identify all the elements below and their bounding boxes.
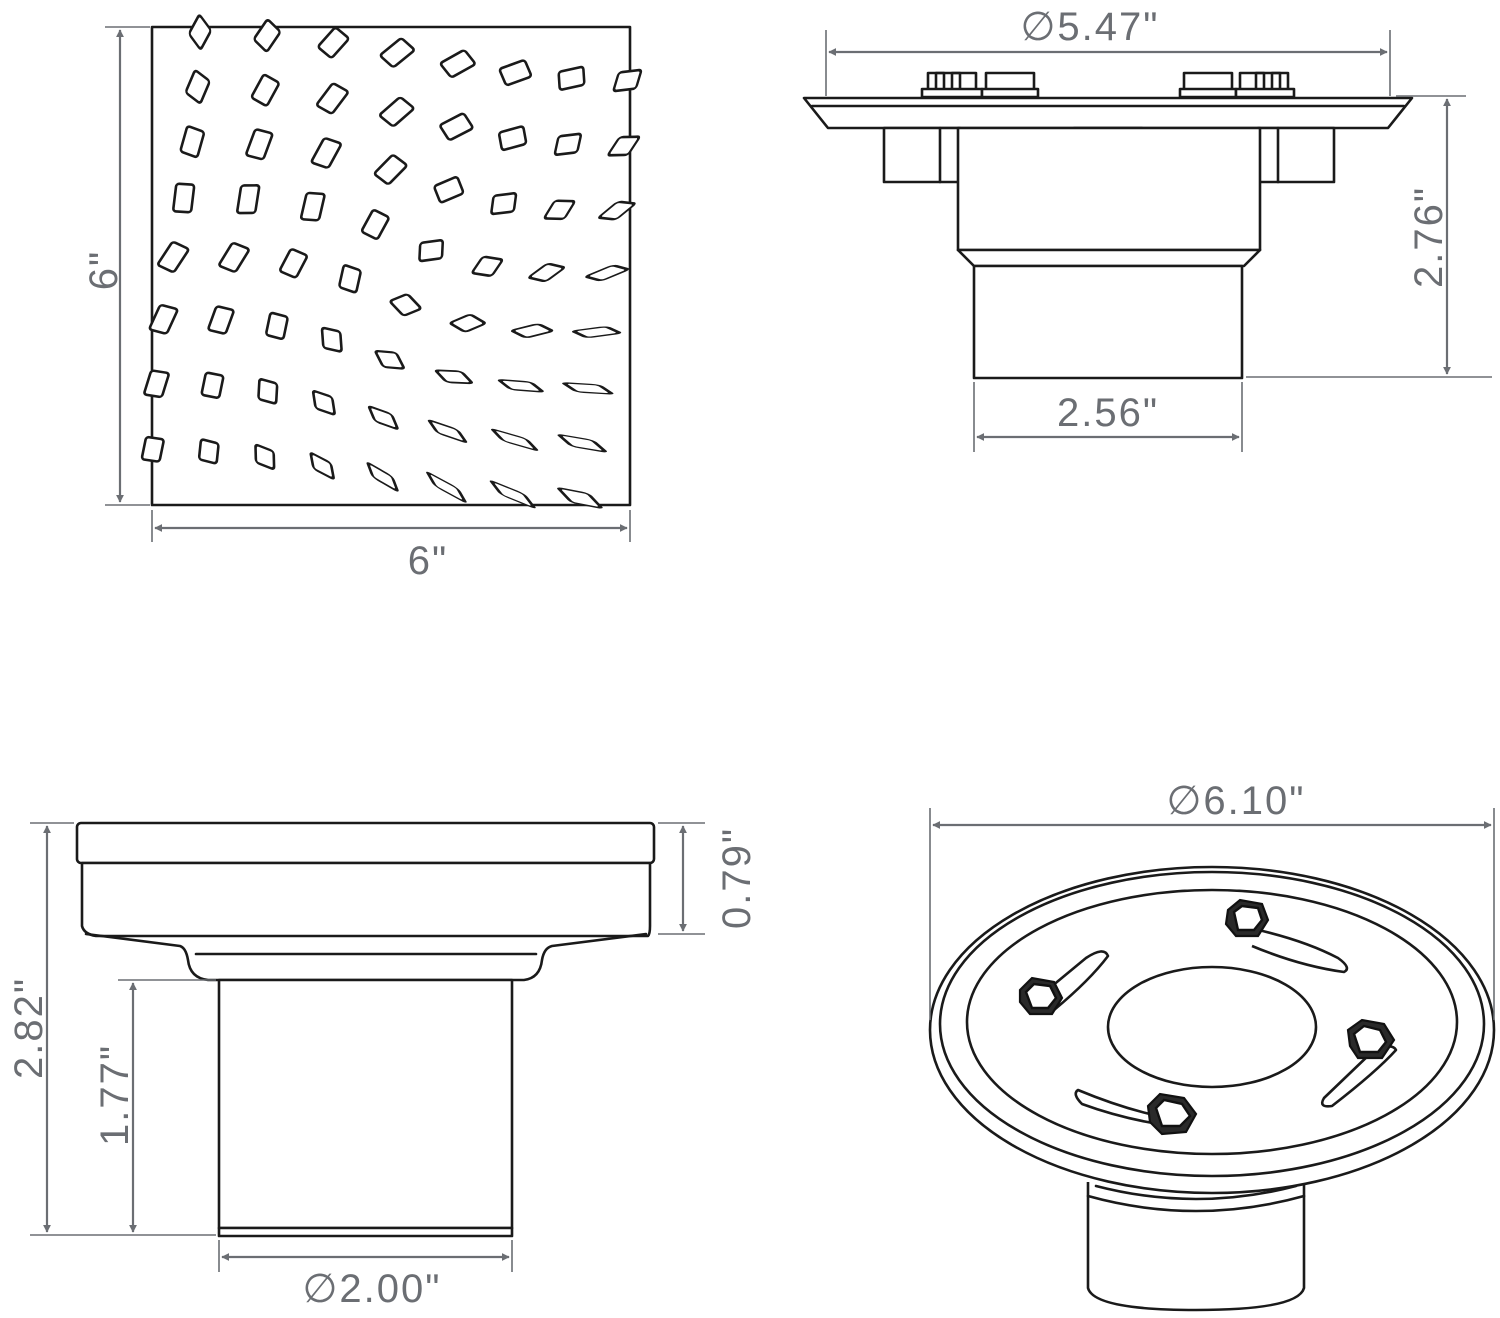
grate-hole bbox=[471, 255, 504, 277]
grate-hole bbox=[498, 125, 528, 152]
grate-hole bbox=[207, 305, 235, 335]
grate-hole bbox=[379, 96, 415, 127]
grate-hole bbox=[218, 242, 250, 273]
grate-hole bbox=[317, 26, 350, 59]
front-body bbox=[956, 126, 1262, 252]
grate-hole bbox=[279, 248, 308, 279]
grate-hole bbox=[562, 382, 614, 395]
grate-hole bbox=[490, 191, 518, 216]
front-outlet bbox=[972, 264, 1244, 380]
grate-hole bbox=[379, 37, 415, 68]
grate-hole bbox=[489, 480, 536, 509]
grate-hole bbox=[427, 419, 468, 443]
grate-hole bbox=[439, 49, 476, 78]
grate-hole bbox=[254, 443, 276, 470]
top-view: 6" 6" bbox=[82, 14, 643, 583]
side-reducer bbox=[84, 932, 648, 982]
grate-hole bbox=[389, 293, 422, 317]
grate-hole bbox=[557, 434, 607, 453]
grate-hole bbox=[373, 154, 408, 185]
grate-hole bbox=[265, 311, 289, 341]
top-width-label: 6" bbox=[408, 539, 448, 583]
grate-hole bbox=[257, 378, 279, 405]
top-bolts bbox=[920, 71, 1296, 99]
grate-hole bbox=[200, 371, 225, 400]
side-total-height-label: 2.82" bbox=[7, 977, 51, 1079]
side-view: 2.82" 1.77" 0.79" ∅2.00" bbox=[7, 821, 759, 1311]
grate-hole bbox=[338, 264, 362, 294]
side-pipe-height-label: 1.77" bbox=[93, 1044, 137, 1146]
front-diameter-label: ∅5.47" bbox=[1021, 5, 1160, 49]
top-height-label: 6" bbox=[82, 250, 126, 290]
perspective-flange-inner bbox=[965, 888, 1459, 1156]
grate-hole bbox=[612, 68, 643, 93]
grate-hole bbox=[553, 132, 582, 156]
grate-hole bbox=[374, 349, 405, 370]
grate-hole bbox=[498, 59, 533, 87]
grate-hole bbox=[148, 304, 179, 335]
grate-hole bbox=[250, 73, 280, 107]
grate-hole bbox=[309, 452, 335, 480]
side-flange-height-label: 0.79" bbox=[715, 827, 759, 929]
grate-hole bbox=[179, 125, 205, 159]
grate-hole bbox=[367, 405, 399, 430]
grate-hole bbox=[449, 314, 486, 333]
grate-hole bbox=[311, 390, 336, 416]
side-flange-top bbox=[75, 821, 656, 865]
grate-hole bbox=[197, 438, 220, 465]
grate-hole bbox=[418, 238, 445, 263]
grate-hole bbox=[543, 199, 576, 221]
front-height-label: 2.76" bbox=[1407, 186, 1451, 288]
grate-hole bbox=[426, 471, 467, 503]
front-view: ∅5.47" 2.76" 2.56" bbox=[802, 5, 1492, 452]
grate-hole bbox=[315, 82, 349, 115]
grate-hole bbox=[236, 184, 261, 215]
grate-hole bbox=[585, 264, 629, 282]
grate-hole bbox=[497, 379, 544, 393]
grate-hole bbox=[245, 128, 274, 161]
grate-hole bbox=[366, 462, 399, 492]
grate-hole bbox=[185, 69, 211, 104]
grate-hole bbox=[143, 369, 170, 399]
perspective-view: ∅6.10" bbox=[928, 779, 1496, 1312]
grate-hole bbox=[433, 176, 465, 204]
grate-hole bbox=[172, 182, 196, 214]
grate-hole bbox=[439, 112, 474, 141]
grate-hole bbox=[310, 137, 342, 169]
grate-hole bbox=[557, 487, 603, 509]
grate-hole bbox=[510, 323, 554, 338]
front-flange bbox=[802, 96, 1414, 130]
side-flange-body bbox=[80, 861, 652, 938]
grate-hole bbox=[299, 191, 326, 222]
grate-hole bbox=[434, 369, 474, 385]
perspective-flange-outer bbox=[928, 865, 1496, 1195]
grate-hole bbox=[157, 241, 190, 273]
grate-hole bbox=[571, 326, 622, 338]
grate-hole bbox=[528, 262, 566, 283]
grate-hole bbox=[253, 19, 281, 53]
side-pipe bbox=[217, 978, 514, 1230]
grate-hole bbox=[320, 326, 343, 353]
grate-hole bbox=[598, 200, 636, 221]
front-tab-left bbox=[882, 126, 962, 184]
front-outlet-label: 2.56" bbox=[1057, 391, 1159, 435]
front-tab-right bbox=[1256, 126, 1336, 184]
mounting-bolts bbox=[1018, 898, 1396, 1136]
perspective-flange-rim bbox=[938, 870, 1486, 1178]
grate-hole bbox=[490, 428, 539, 451]
grate-hole bbox=[360, 209, 390, 240]
grate-hole bbox=[140, 435, 165, 463]
grate-holes bbox=[140, 14, 643, 509]
grate-hole bbox=[557, 65, 586, 91]
grate-hole bbox=[607, 135, 641, 157]
grate-hole bbox=[188, 14, 212, 50]
perspective-pipe bbox=[1086, 1182, 1306, 1312]
perspective-center-opening bbox=[1106, 965, 1318, 1089]
side-pipe-diameter-label: ∅2.00" bbox=[303, 1267, 442, 1311]
perspective-diameter-label: ∅6.10" bbox=[1167, 779, 1306, 823]
